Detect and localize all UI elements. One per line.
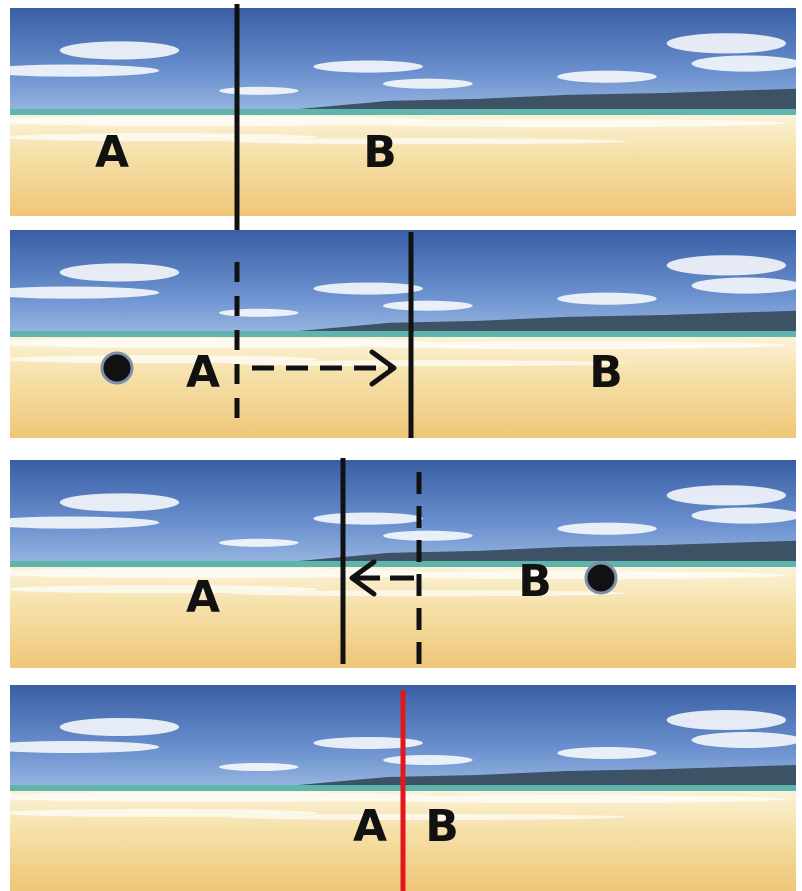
panel-initial: A B: [10, 4, 796, 262]
label-b: B: [363, 127, 397, 178]
panel-final: A B: [10, 685, 796, 891]
label-a: A: [186, 572, 220, 623]
beach-background: [10, 230, 796, 438]
beach-background: [10, 685, 796, 891]
label-a: A: [186, 347, 220, 398]
reference-dot-icon: [100, 351, 134, 385]
beach-background: [10, 460, 796, 668]
reference-dot-icon: [584, 561, 618, 595]
beach-background: [10, 8, 796, 216]
arrow-left-icon: [349, 559, 414, 597]
label-b: B: [518, 556, 552, 607]
arrow-right-icon: [252, 349, 397, 387]
label-b: B: [425, 801, 459, 852]
label-a: A: [353, 801, 387, 852]
panel-shift-left: A B: [10, 458, 796, 670]
label-b: B: [589, 347, 623, 398]
panel-shift-right: A B: [10, 230, 796, 438]
label-a: A: [95, 127, 129, 178]
